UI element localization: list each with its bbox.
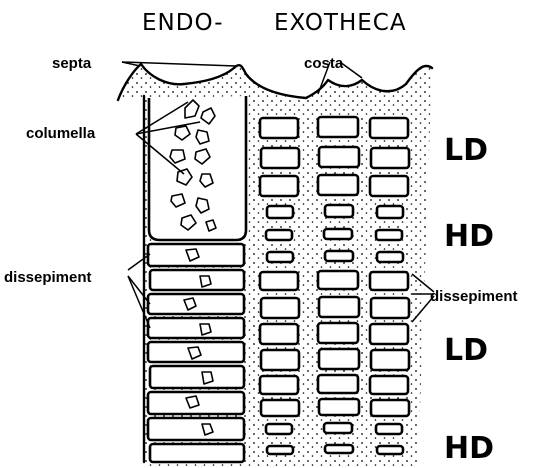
exotheca-chamber xyxy=(261,400,299,416)
exotheca-chamber xyxy=(324,423,352,433)
exotheca-chamber xyxy=(325,445,353,453)
exotheca-chamber xyxy=(376,230,402,240)
exotheca-chamber xyxy=(260,272,298,290)
exotheca-chamber xyxy=(325,251,353,261)
exotheca-chamber xyxy=(318,323,358,343)
exotheca-chamber xyxy=(267,206,293,218)
ld-label-lower: LD xyxy=(444,333,488,368)
exotheca-chamber xyxy=(260,324,298,344)
exotheca-heading: EXOTHECA xyxy=(274,10,407,36)
columella-label: columella xyxy=(26,125,96,142)
dissepiment-label-left: dissepiment xyxy=(4,269,92,286)
exotheca-chamber xyxy=(261,350,299,370)
exotheca-chamber xyxy=(318,175,358,195)
exotheca-chamber xyxy=(371,148,409,168)
hd-label-lower: HD xyxy=(444,431,494,466)
exotheca-chamber xyxy=(371,400,409,416)
exotheca-chamber xyxy=(370,272,408,290)
exotheca-chamber xyxy=(260,376,298,394)
ld-label-upper: LD xyxy=(444,133,488,168)
exotheca-chamber xyxy=(377,206,403,218)
endo-heading: ENDO- xyxy=(142,10,224,36)
exotheca-chamber xyxy=(324,229,352,239)
exotheca-chamber xyxy=(370,176,408,196)
exotheca-chamber xyxy=(267,252,293,262)
exotheca-chamber xyxy=(260,118,298,138)
costa-label: costa xyxy=(304,55,344,72)
exotheca-chamber xyxy=(377,446,403,454)
hd-label-upper: HD xyxy=(444,219,494,254)
exotheca-chamber xyxy=(370,376,408,394)
exotheca-chamber xyxy=(318,117,358,137)
exotheca-chamber xyxy=(370,324,408,344)
exotheca-chamber xyxy=(318,375,358,393)
exotheca-chamber xyxy=(325,205,353,217)
septa-label: septa xyxy=(52,55,92,72)
exotheca-chamber xyxy=(266,424,292,434)
exotheca-chamber xyxy=(319,297,359,317)
exotheca-chamber xyxy=(260,176,298,196)
exotheca-chamber xyxy=(318,271,358,289)
exotheca-chamber xyxy=(371,350,409,370)
exotheca-chambers xyxy=(260,117,409,454)
exotheca-chamber xyxy=(261,298,299,318)
exotheca-chamber xyxy=(319,349,359,369)
exotheca-chamber xyxy=(370,118,408,138)
exotheca-chamber xyxy=(319,399,359,415)
endotheca-lower-chambers xyxy=(148,244,244,462)
dissepiment-label-right: dissepiment xyxy=(430,288,518,305)
exotheca-chamber xyxy=(267,446,293,454)
exotheca-chamber xyxy=(377,252,403,262)
exotheca-chamber xyxy=(261,148,299,168)
exotheca-chamber xyxy=(371,298,409,318)
exotheca-chamber xyxy=(319,147,359,167)
exotheca-chamber xyxy=(266,230,292,240)
exotheca-chamber xyxy=(376,424,402,434)
